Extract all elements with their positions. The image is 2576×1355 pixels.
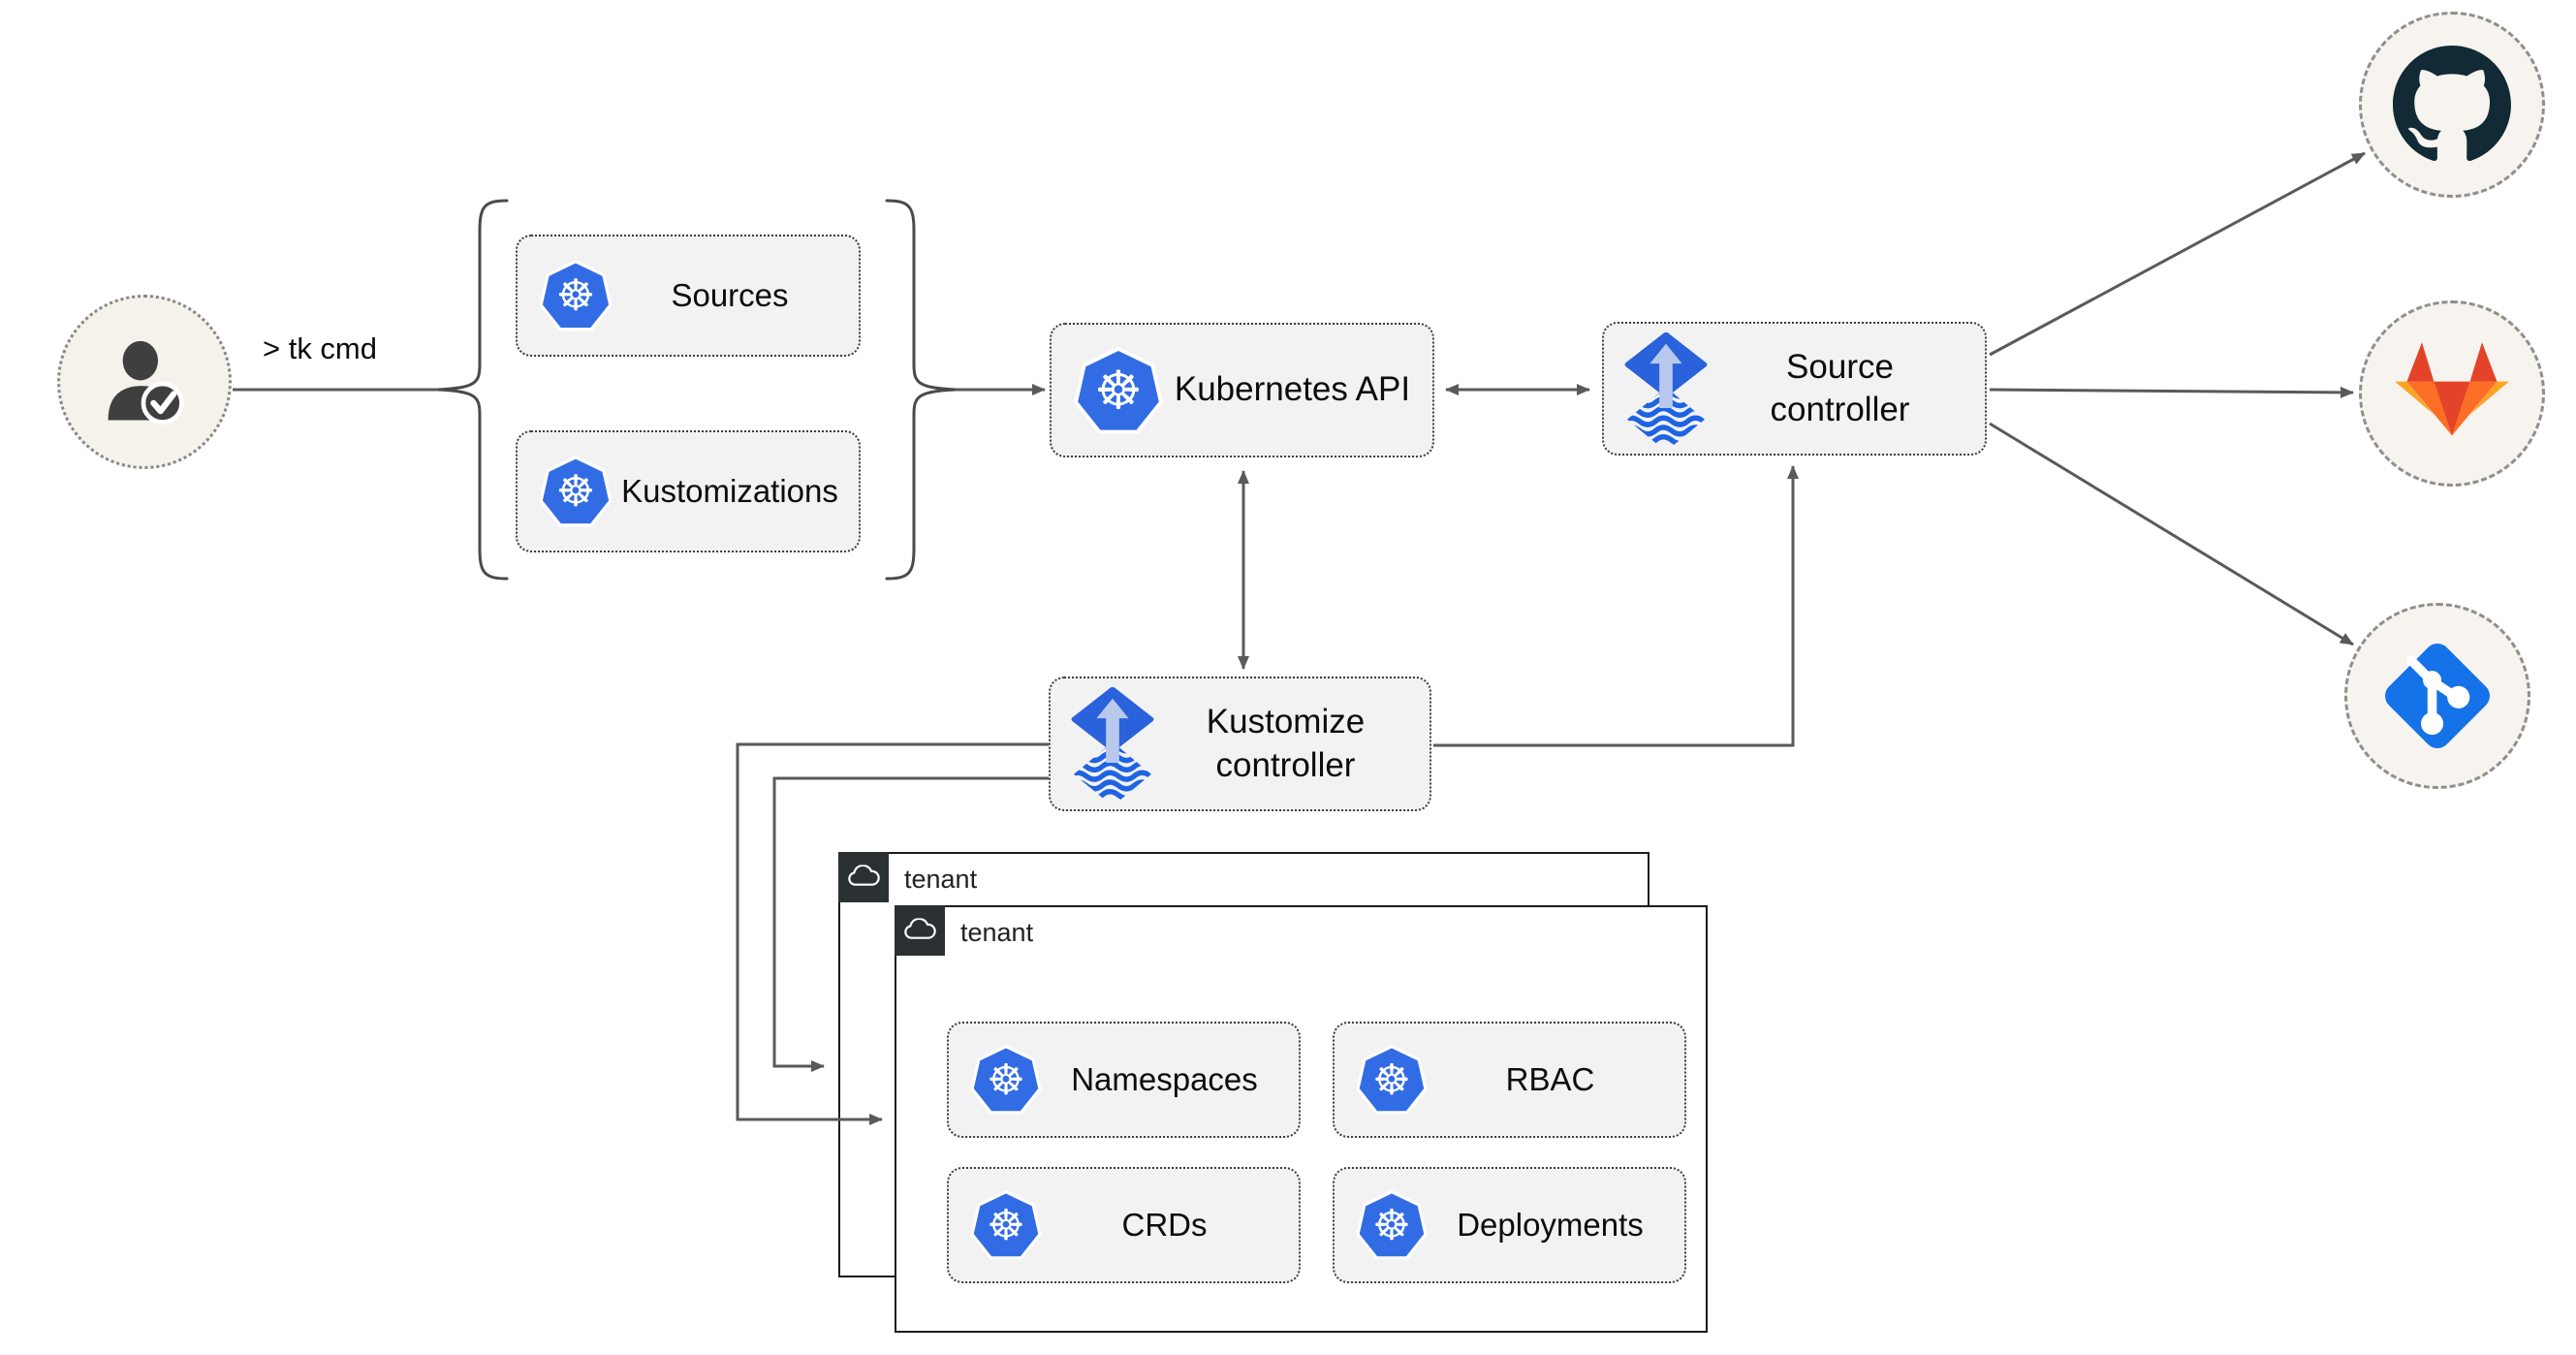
git-node: [2344, 603, 2530, 789]
edge-kustomizectrl-sourcectrl: [1433, 465, 1799, 747]
source-controller-label: Source controller: [1770, 347, 1910, 428]
cloud-icon: [902, 918, 937, 943]
flux-icon: [1623, 332, 1709, 446]
github-node: [2359, 12, 2545, 198]
sources-node: Sources: [516, 235, 861, 357]
cloud-badge: [895, 905, 945, 956]
kustomize-controller-node: Kustomize controller: [1049, 677, 1431, 811]
kubernetes-icon: [537, 453, 614, 530]
user-actor-node: [57, 295, 232, 469]
github-icon: [2393, 46, 2511, 164]
kubernetes-icon: [968, 1042, 1044, 1118]
kustomizations-label: Kustomizations: [621, 473, 838, 510]
rbac-node: RBAC: [1333, 1022, 1686, 1138]
tenant-back-label: tenant: [904, 865, 978, 894]
kustomizations-node: Kustomizations: [516, 430, 861, 552]
bracket-left: [437, 199, 509, 581]
rbac-label: RBAC: [1505, 1061, 1595, 1098]
bracket-right: [885, 199, 957, 581]
git-icon: [2372, 630, 2503, 762]
kubernetes-icon: [1354, 1042, 1429, 1118]
gitlab-icon: [2392, 336, 2512, 451]
gitlab-node: [2359, 300, 2545, 487]
sources-label: Sources: [671, 277, 789, 314]
crds-label: CRDs: [1121, 1207, 1208, 1244]
edge-sourcectrl-github: [1989, 151, 2366, 357]
source-controller-node: Source controller: [1602, 322, 1987, 456]
cloud-badge: [838, 852, 889, 902]
cloud-icon: [846, 865, 881, 890]
kustomize-controller-label: Kustomize controller: [1206, 703, 1366, 784]
kubernetes-api-label: Kubernetes API: [1174, 370, 1411, 409]
tenant-front-label: tenant: [960, 918, 1034, 947]
edge-sourcectrl-git: [1989, 422, 2354, 646]
deployments-node: Deployments: [1333, 1167, 1686, 1283]
kubernetes-icon: [537, 257, 614, 334]
kubernetes-icon: [1071, 343, 1166, 438]
crds-node: CRDs: [947, 1167, 1301, 1283]
kubernetes-icon: [968, 1187, 1044, 1263]
namespaces-label: Namespaces: [1071, 1061, 1258, 1098]
user-check-icon: [94, 331, 195, 432]
kubernetes-api-node: Kubernetes API: [1050, 323, 1434, 457]
tk-cmd-label: > tk cmd: [262, 331, 377, 365]
deployments-label: Deployments: [1457, 1207, 1644, 1244]
flux-icon: [1070, 687, 1155, 801]
kubernetes-icon: [1354, 1187, 1429, 1263]
namespaces-node: Namespaces: [947, 1022, 1301, 1138]
tenant-box-front: tenant Namespaces RBAC CRDs Deployments: [895, 905, 1708, 1333]
edge-sourcectrl-gitlab: [1989, 386, 2354, 398]
